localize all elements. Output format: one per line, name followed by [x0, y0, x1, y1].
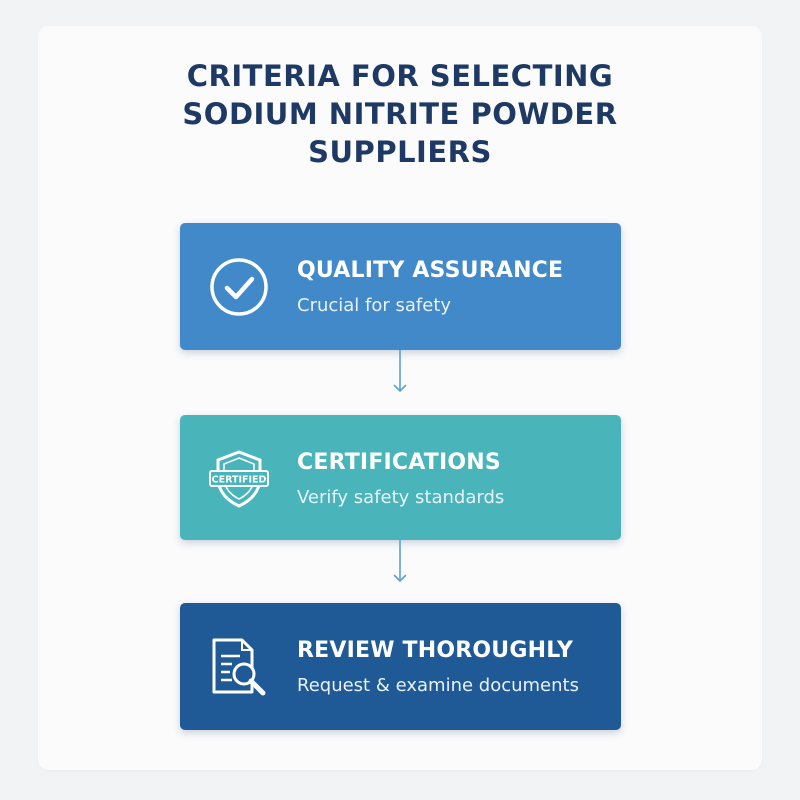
- down-arrow-connector: [393, 540, 407, 583]
- title-line-3: SUPPLIERS: [308, 135, 492, 169]
- step-card-review-thoroughly: REVIEW THOROUGHLY Request & examine docu…: [180, 603, 621, 730]
- title-line-1: CRITERIA FOR SELECTING: [186, 59, 614, 93]
- step-heading: QUALITY ASSURANCE: [297, 258, 564, 283]
- title-line-2: SODIUM NITRITE POWDER: [182, 97, 618, 131]
- step-card-certifications: CERTIFIED CERTIFICATIONS Verify safety s…: [180, 415, 621, 540]
- step-heading: REVIEW THOROUGHLY: [297, 638, 574, 663]
- step-subtitle: Crucial for safety: [297, 295, 452, 316]
- down-arrow-connector: [393, 350, 407, 393]
- step-subtitle: Request & examine documents: [297, 675, 579, 696]
- step-heading: CERTIFICATIONS: [297, 450, 501, 475]
- check-circle-icon: [210, 258, 268, 316]
- certified-shield-icon: CERTIFIED: [209, 450, 269, 508]
- step-card-quality-assurance: QUALITY ASSURANCE Crucial for safety: [180, 223, 621, 350]
- svg-text:CERTIFIED: CERTIFIED: [212, 475, 267, 486]
- step-subtitle: Verify safety standards: [297, 487, 505, 508]
- document-search-icon: [212, 638, 266, 696]
- diagram-title: CRITERIA FOR SELECTING SODIUM NITRITE PO…: [0, 57, 800, 171]
